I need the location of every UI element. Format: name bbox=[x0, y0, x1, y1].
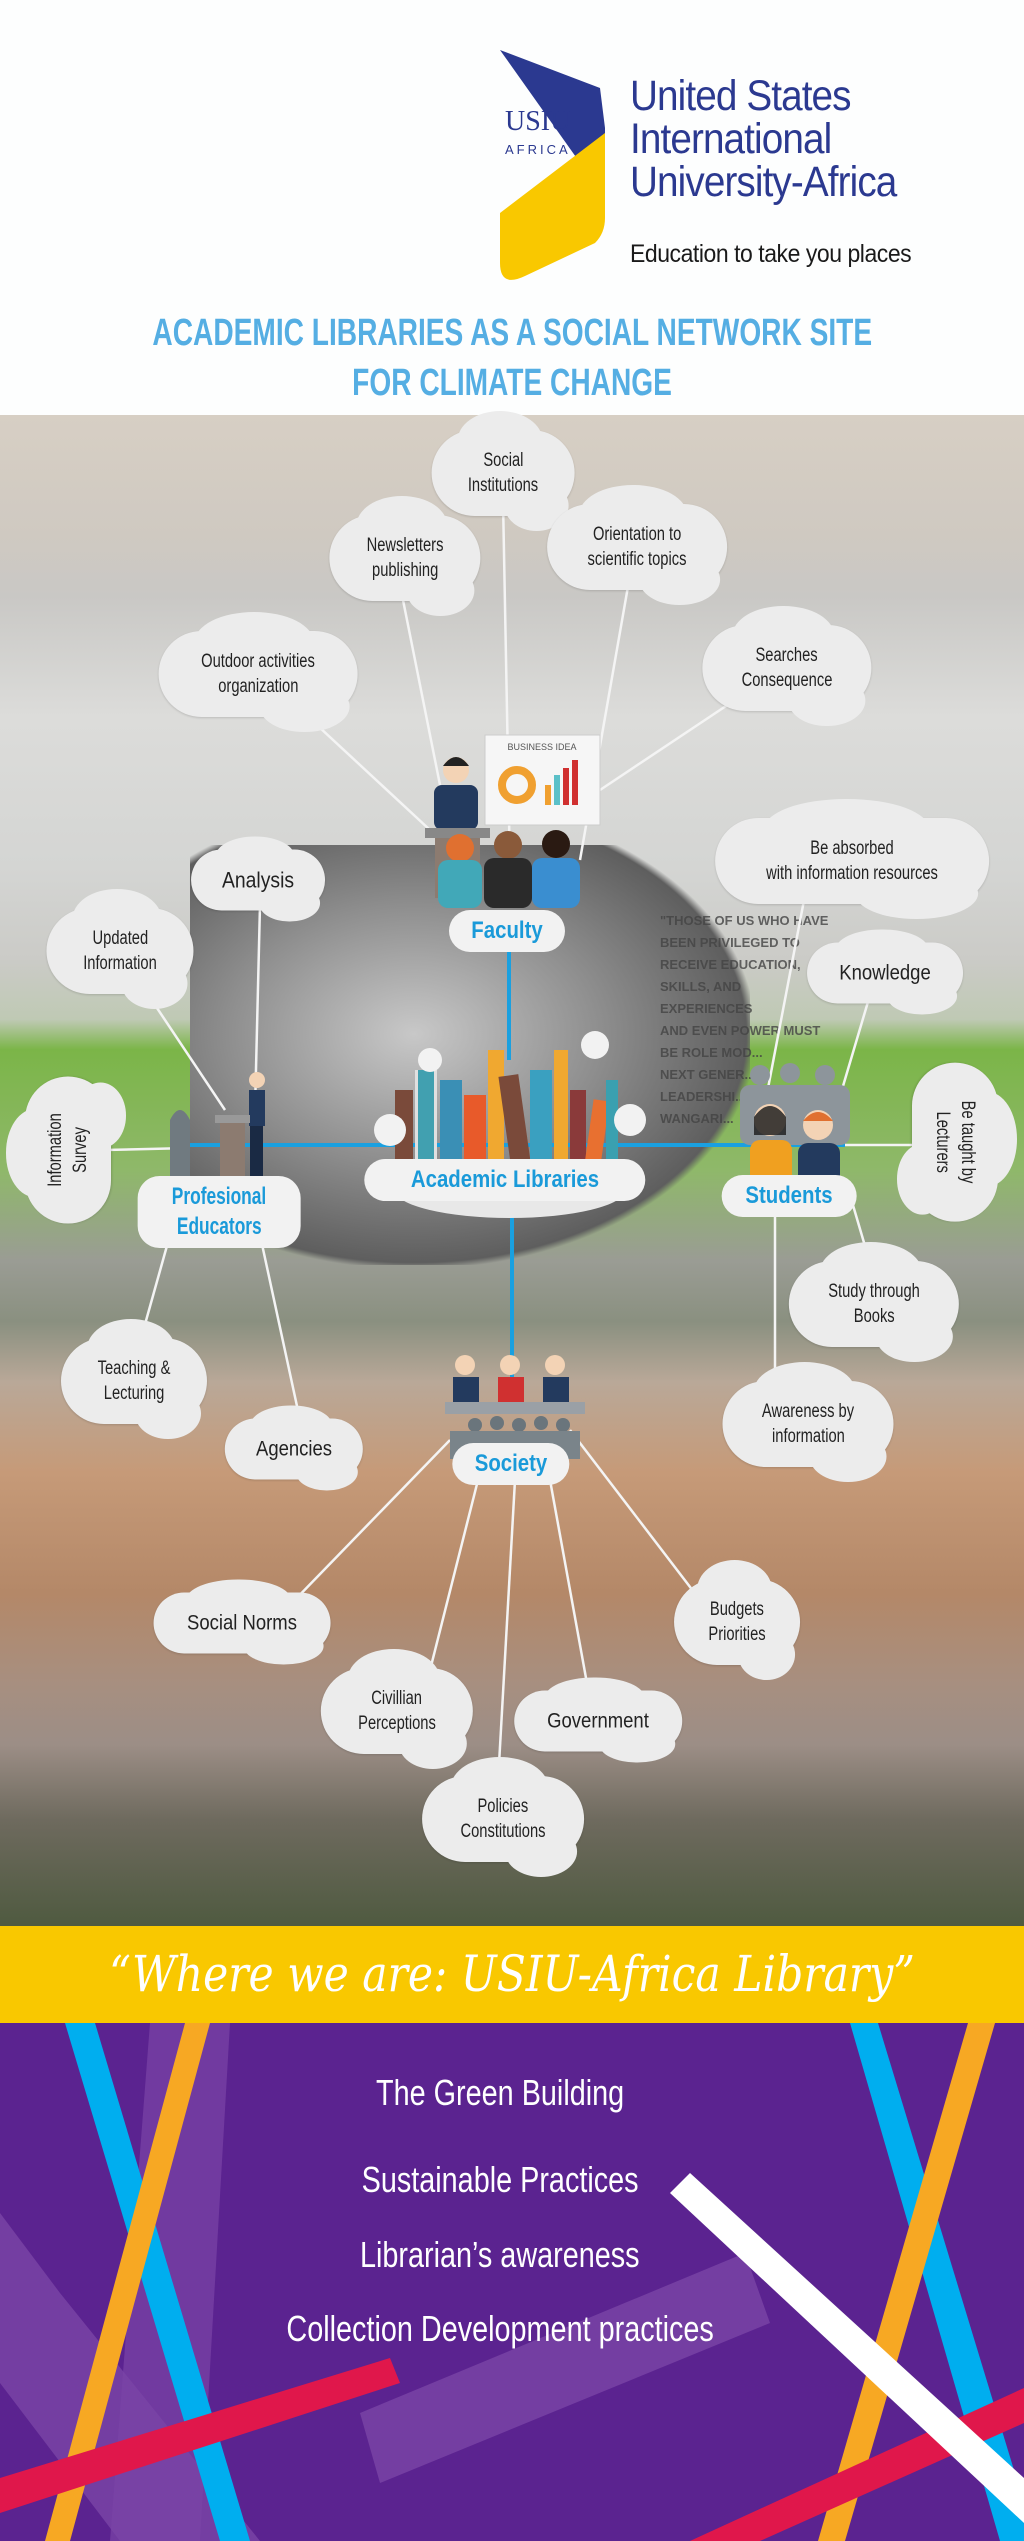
usiu-logo-mark: USIU AFRICA bbox=[500, 50, 605, 280]
bottom-item-sustainable-practices: Sustainable Practices bbox=[361, 2159, 639, 2200]
bottom-panel: The Green Building Sustainable Practices… bbox=[0, 2023, 1024, 2541]
header: USIU AFRICA United States International … bbox=[0, 0, 1024, 415]
node-government[interactable]: Government bbox=[514, 1677, 682, 1763]
logo-mark-text: USIU bbox=[505, 106, 570, 137]
board-label: BUSINESS IDEA bbox=[507, 742, 576, 752]
faculty-presenter-illustration: BUSINESS IDEA bbox=[425, 734, 601, 908]
location-banner: “Where we are: USIU-Africa Library” bbox=[0, 1926, 1024, 2023]
decorative-stripes bbox=[0, 2023, 1024, 2541]
node-knowledge[interactable]: Knowledge bbox=[807, 929, 963, 1015]
hub-students[interactable]: Students bbox=[721, 1175, 857, 1217]
university-name-line: University-Africa bbox=[630, 158, 897, 206]
university-name-line: United States bbox=[630, 72, 852, 120]
educator-podium-illustration bbox=[170, 1072, 265, 1185]
bottom-item-librarian-awareness: Librarian’s awareness bbox=[360, 2234, 640, 2275]
node-analysis[interactable]: Analysis bbox=[191, 836, 325, 922]
node-social-norms[interactable]: Social Norms bbox=[153, 1579, 331, 1665]
bottom-item-collection-development: Collection Development practices bbox=[286, 2308, 714, 2349]
bottom-item-green-building: The Green Building bbox=[375, 2072, 625, 2113]
hub-society[interactable]: Society bbox=[452, 1443, 570, 1485]
tagline: Education to take you places bbox=[630, 240, 912, 268]
hub-academic-libraries[interactable]: Academic Libraries bbox=[364, 1159, 646, 1201]
node-teaching-lecturing[interactable]: Teaching &Lecturing bbox=[60, 1319, 208, 1440]
page-title-line-2: FOR CLIMATE CHANGE bbox=[352, 362, 672, 404]
page-title-line-1: ACADEMIC LIBRARIES AS A SOCIAL NETWORK S… bbox=[152, 312, 872, 354]
svg-text:AFRICA: AFRICA bbox=[505, 142, 571, 157]
hub-faculty[interactable]: Faculty bbox=[448, 910, 566, 952]
university-name-line: International bbox=[630, 115, 832, 163]
node-agencies[interactable]: Agencies bbox=[224, 1405, 364, 1491]
connector-lines bbox=[104, 499, 925, 1801]
